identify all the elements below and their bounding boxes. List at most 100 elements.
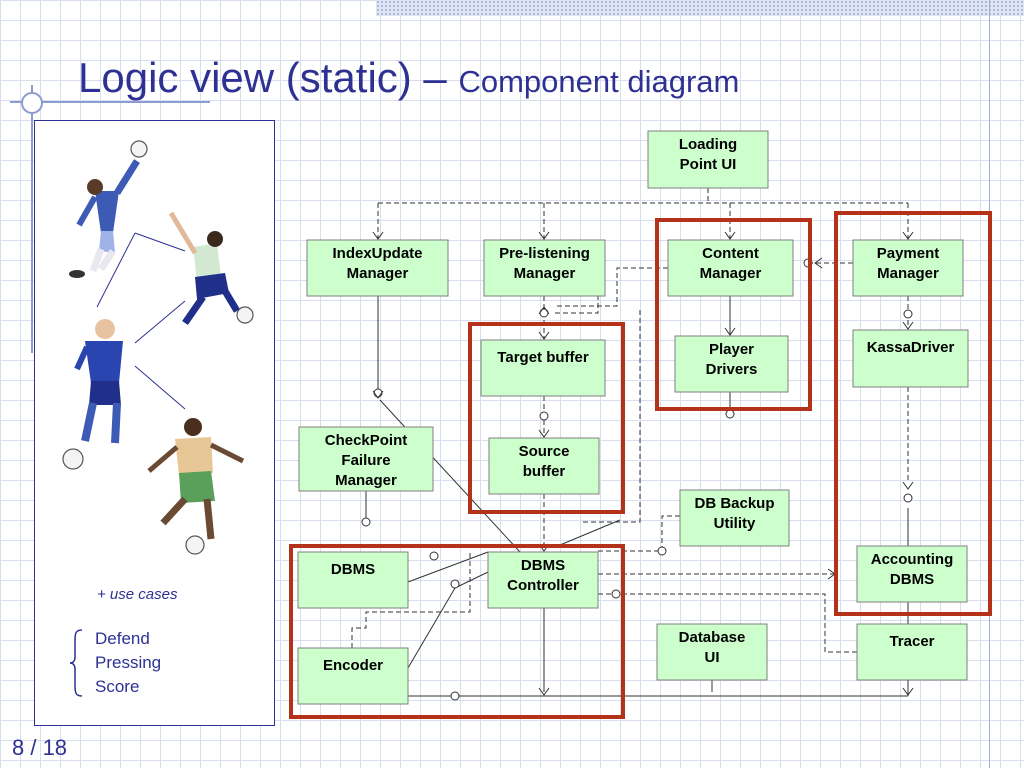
dependency-arrowhead-icon	[902, 481, 914, 490]
kicking-player-figure	[168, 211, 241, 325]
accounting-dbms-label: Accounting	[871, 551, 954, 568]
soccer-ball-icon	[130, 140, 148, 158]
tracer-box	[856, 623, 968, 681]
crosshair-vertical-line	[31, 85, 33, 353]
interface-lollipop-icon	[903, 493, 913, 503]
encoder-component: Encoder	[297, 647, 409, 705]
interface-lollipop-icon	[429, 551, 439, 561]
dbms-encoder-highlight	[289, 544, 625, 719]
dependency-arrowhead-icon	[724, 231, 736, 240]
dependency-arrowhead-icon	[814, 257, 823, 269]
dependency-arrowhead-icon	[902, 321, 914, 330]
dependency-arrowhead-icon	[538, 231, 550, 240]
interface-lollipop-icon	[903, 309, 913, 319]
target-buffer-box	[480, 339, 606, 397]
pre-listening-manager-label: Manager	[514, 265, 576, 282]
payment-manager-label: Payment	[877, 245, 940, 262]
soccer-ball-icon	[185, 535, 205, 555]
payment-manager-box	[852, 239, 964, 297]
phase-brace	[69, 629, 83, 697]
dependency-arrowhead-icon	[372, 390, 384, 399]
interface-lollipop-icon	[657, 546, 667, 556]
loading-point-ui-label: Loading	[679, 136, 737, 153]
running-player-figure	[74, 319, 123, 444]
page-number: 8 / 18	[12, 735, 68, 760]
checkpoint-failure-manager-label: Manager	[335, 472, 397, 489]
encoder-box	[297, 647, 409, 705]
payment-manager-label: Manager	[877, 265, 939, 282]
title-main: Logic view (static) –	[78, 54, 459, 101]
highlight-layer	[289, 211, 992, 719]
content-manager-label: Manager	[700, 265, 762, 282]
target-buffer-component: Target buffer	[480, 339, 606, 397]
kassadriver-box	[852, 329, 969, 388]
db-backup-utility-label: DB Backup	[694, 495, 774, 512]
interface-lollipop-icon	[611, 589, 621, 599]
encoder-label: Encoder	[323, 657, 383, 674]
connector-line	[407, 587, 456, 669]
dbms-controller-label: DBMS	[521, 557, 565, 574]
use-cases-label: + use cases	[97, 586, 178, 603]
interface-lollipop-icon	[373, 388, 383, 398]
checkpoint-failure-manager-box	[298, 426, 434, 492]
soccer-ball-icon	[62, 448, 84, 470]
interface-lollipop-icon	[539, 411, 549, 421]
content-manager-box	[667, 239, 794, 297]
loading-point-ui-box	[647, 130, 769, 189]
indexupdate-manager-label: IndexUpdate	[332, 245, 422, 262]
payment-accounting-highlight	[834, 211, 992, 616]
dashed-dependency	[351, 552, 471, 648]
dependency-arrowhead-icon	[902, 231, 914, 240]
database-ui-label: Database	[679, 629, 746, 646]
goalkeeper-figure	[69, 159, 140, 278]
player-drivers-label: Drivers	[706, 361, 758, 378]
phase-defend: Defend	[95, 629, 150, 648]
top-decorative-bar	[376, 0, 1024, 16]
dependency-arrowhead-icon	[372, 231, 384, 240]
kassadriver-component: KassaDriver	[852, 329, 969, 388]
source-buffer-component: Source buffer	[488, 437, 600, 495]
dashed-dependency	[580, 310, 641, 523]
dbms-component: DBMS	[297, 551, 409, 609]
dbms-controller-box	[487, 551, 599, 609]
source-buffer-label: Source	[519, 443, 570, 460]
crosshair-circle-icon	[21, 92, 43, 114]
soccer-ball-icon	[236, 306, 254, 324]
interface-lollipop-icon	[450, 691, 460, 701]
content-player-highlight	[655, 218, 812, 411]
dependency-arrowhead-icon	[538, 429, 550, 438]
accounting-dbms-label: DBMS	[890, 571, 934, 588]
dependency-arrowhead-icon	[538, 331, 550, 340]
dbms-controller-label: Controller	[507, 577, 579, 594]
title-subtitle: Component diagram	[458, 64, 740, 99]
dashed-dependency	[555, 267, 668, 307]
connector-line	[454, 571, 489, 589]
db-backup-utility-label: Utility	[714, 515, 756, 532]
pre-listening-manager-label: Pre-listening	[499, 245, 590, 262]
dbms-box	[297, 551, 409, 609]
interface-lollipop-icon	[725, 409, 735, 419]
source-buffer-label: buffer	[523, 463, 566, 480]
pre-listening-manager-box	[483, 239, 606, 297]
database-ui-box	[656, 623, 768, 681]
tracer-label: Tracer	[889, 633, 934, 650]
dribbling-player-figure	[147, 418, 245, 540]
database-ui-label: UI	[705, 649, 720, 666]
dependency-arrowhead-icon	[902, 687, 914, 696]
dbms-controller-component: DBMS Controller	[487, 551, 599, 609]
content-manager-label: Content	[702, 245, 759, 262]
checkpoint-failure-manager-label: Failure	[341, 452, 390, 469]
dashed-dependency	[598, 593, 857, 653]
soccer-players-illustration	[62, 140, 254, 555]
checkpoint-failure-manager-label: CheckPoint	[325, 432, 408, 449]
